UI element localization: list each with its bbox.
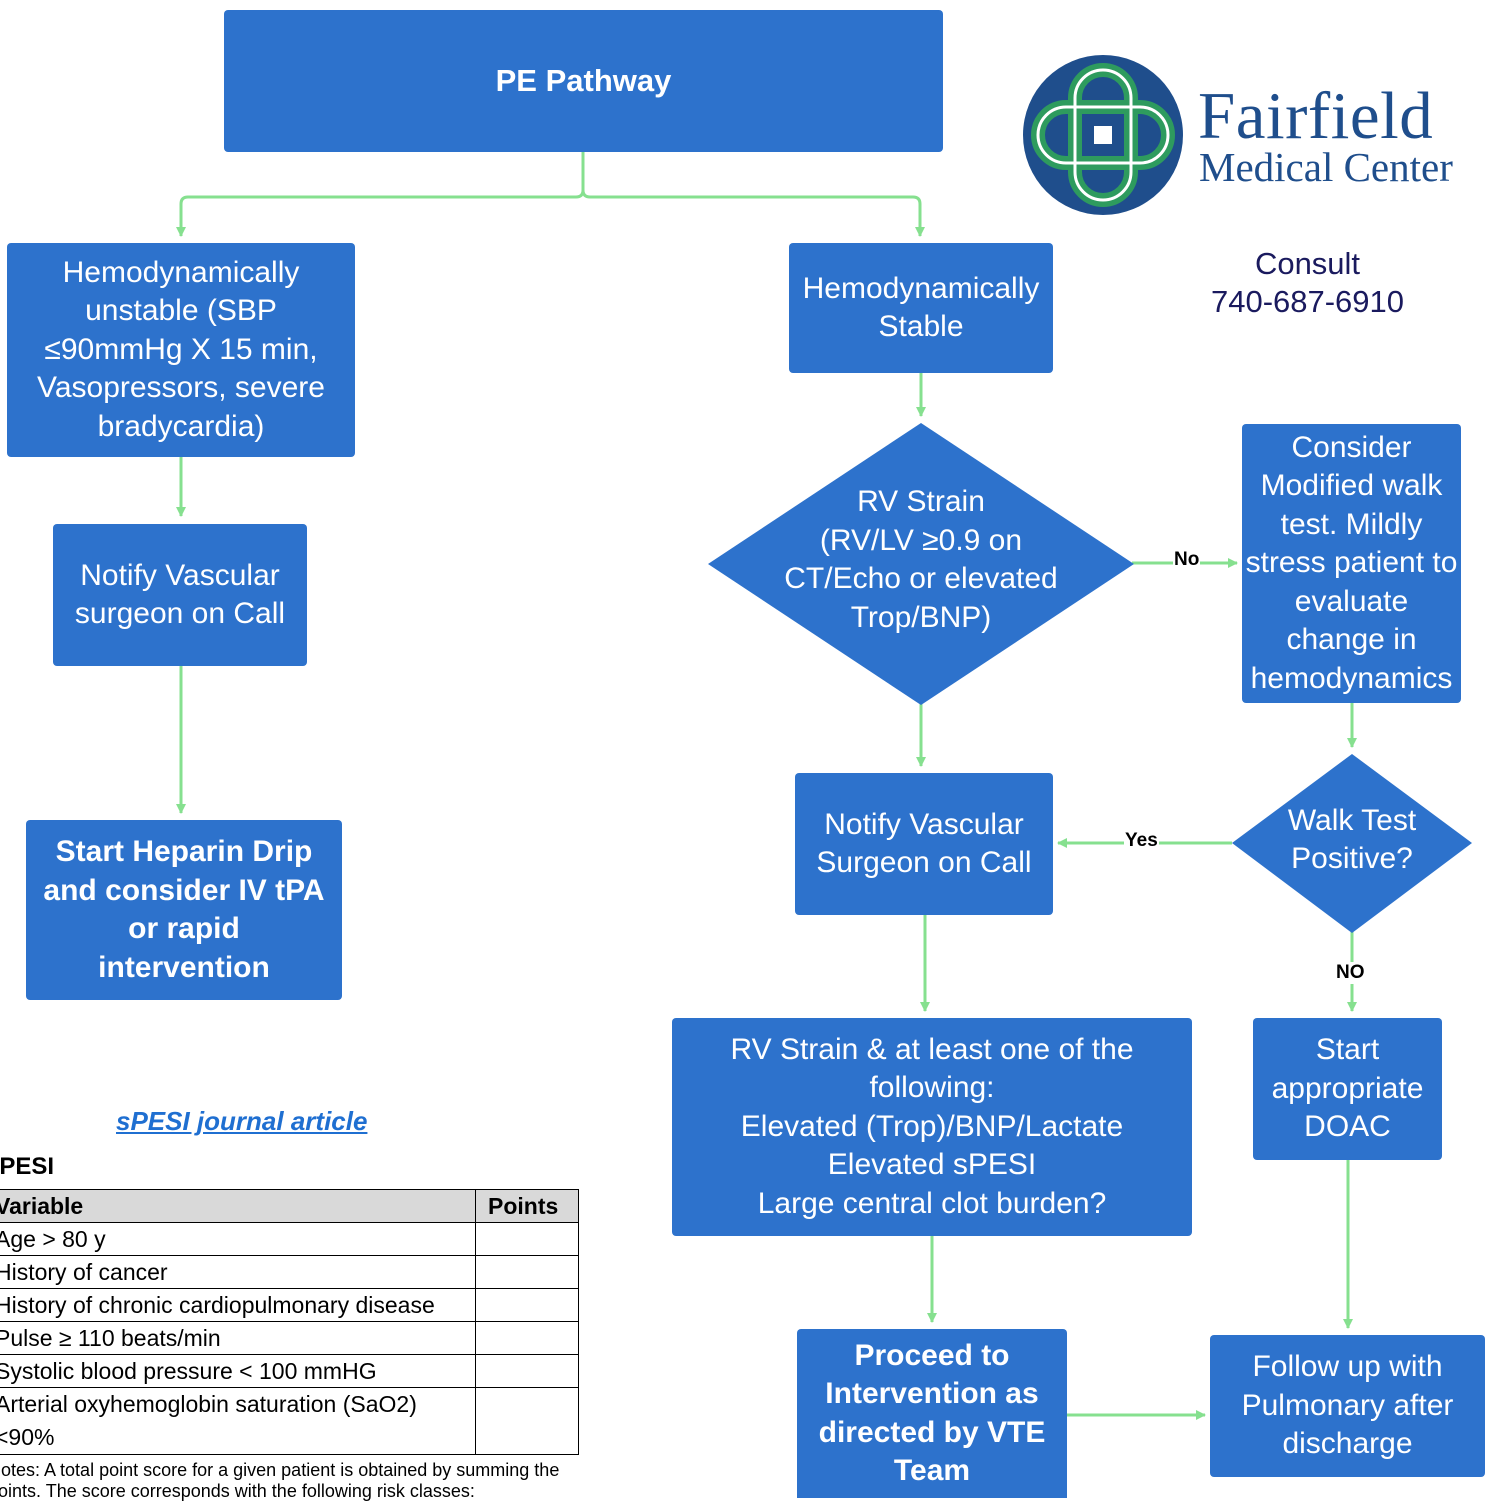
spesi-header-variable: Variable: [0, 1189, 476, 1223]
spesi-article-link[interactable]: sPESI journal article: [116, 1106, 368, 1136]
node-start-heparin: Start Heparin Drip and consider IV tPA o…: [26, 820, 342, 1000]
node-proceed-intervention: Proceed to Intervention as directed by V…: [797, 1329, 1067, 1498]
consult-label: Consult: [1254, 246, 1361, 281]
spesi-variable: Age > 80 y: [0, 1222, 476, 1256]
node-notify-vascular-left: Notify Vascular surgeon on Call: [53, 524, 307, 666]
spesi-variable: Pulse ≥ 110 beats/min: [0, 1321, 476, 1355]
table-row: History of chronic cardiopulmonary disea…: [0, 1288, 579, 1322]
pathway-title: PE Pathway: [224, 10, 943, 152]
logo-name: Fairfield: [1198, 79, 1434, 153]
walk-test-label: Walk Test Positive?: [1287, 803, 1417, 876]
edge-label-yes: Yes: [1124, 830, 1159, 852]
spesi-notes-line2: points. The score corresponds with the f…: [0, 1481, 475, 1501]
spesi-points: [475, 1255, 579, 1289]
node-hemodynamically-unstable: Hemodynamically unstable (SBP ≤90mmHg X …: [7, 243, 355, 457]
spesi-table: Variable Points Age > 80 y History of ca…: [0, 1189, 579, 1455]
spesi-variable: History of cancer: [0, 1255, 476, 1289]
table-row: Arterial oxyhemoglobin saturation (SaO2)…: [0, 1387, 579, 1455]
consult-block: Consult 740-687-6910: [1190, 245, 1425, 321]
table-row: History of cancer: [0, 1255, 579, 1289]
table-row: Pulse ≥ 110 beats/min: [0, 1321, 579, 1355]
walk-test-diamond: [1232, 754, 1472, 933]
edge-label-no-caps: NO: [1335, 962, 1366, 984]
spesi-points: [475, 1387, 579, 1455]
spesi-points: [475, 1321, 579, 1355]
node-rv-strain-criteria: RV Strain & at least one of the followin…: [672, 1018, 1192, 1236]
node-consider-walk-test: Consider Modified walk test. Mildly stre…: [1242, 424, 1461, 703]
spesi-variable: Systolic blood pressure < 100 mmHG: [0, 1354, 476, 1388]
node-follow-up-pulmonary: Follow up with Pulmonary after discharge: [1210, 1335, 1485, 1477]
node-hemodynamically-stable: Hemodynamically Stable: [789, 243, 1053, 373]
consult-phone: 740-687-6910: [1210, 284, 1405, 319]
spesi-points: [475, 1288, 579, 1322]
edge-label-no: No: [1173, 549, 1201, 571]
logo-subtitle: Medical Center: [1199, 144, 1453, 190]
spesi-points: [475, 1222, 579, 1256]
rv-strain-label: RV Strain (RV/LV ≥0.9 on CT/Echo or elev…: [784, 485, 1058, 634]
spesi-notes: Notes: A total point score for a given p…: [0, 1460, 559, 1502]
spesi-variable: History of chronic cardiopulmonary disea…: [0, 1288, 476, 1322]
spesi-header-points: Points: [475, 1189, 579, 1223]
table-row: Systolic blood pressure < 100 mmHG: [0, 1354, 579, 1388]
spesi-points: [475, 1354, 579, 1388]
spesi-table-title: sPESI: [0, 1153, 55, 1180]
spesi-variable: Arterial oxyhemoglobin saturation (SaO2)…: [0, 1387, 476, 1455]
node-start-doac: Start appropriate DOAC: [1253, 1018, 1442, 1160]
node-notify-vascular-right: Notify Vascular Surgeon on Call: [795, 773, 1053, 915]
spesi-notes-line1: Notes: A total point score for a given p…: [0, 1460, 560, 1480]
fairfield-logo-icon: [1023, 55, 1183, 215]
rv-strain-diamond: [708, 423, 1134, 705]
table-row: Age > 80 y: [0, 1222, 579, 1256]
